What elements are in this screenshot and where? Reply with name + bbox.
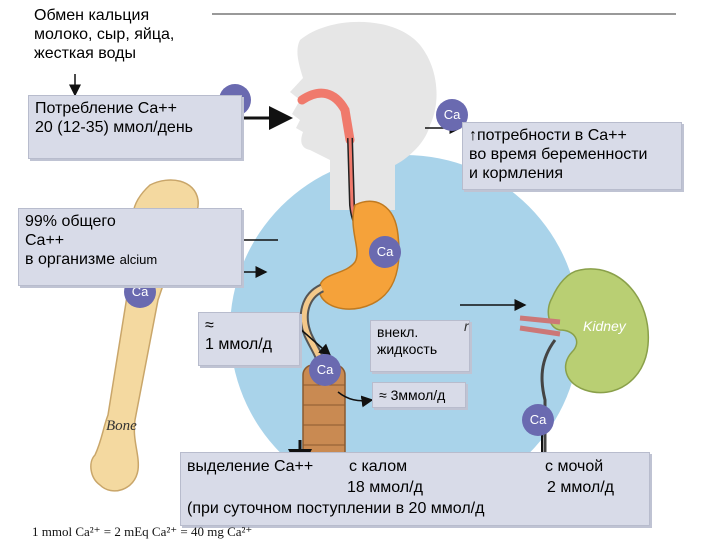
ureter: [540, 339, 557, 470]
feces-label: с калом: [349, 458, 408, 475]
gut-flow-approx: ≈: [205, 317, 214, 334]
renal-vessels: [519, 315, 561, 337]
intake-note-line3: жесткая воды: [34, 45, 136, 62]
kidney-label: Kidney: [583, 318, 626, 334]
footnote: 1 mmol Ca²⁺ = 2 mEq Ca²⁺ = 40 mg Ca²⁺: [32, 524, 253, 539]
ca-badge-label-bone: Ca: [131, 284, 149, 299]
head-silhouette: [290, 21, 437, 210]
kidney-flow-box: ≈ 3ммол/д: [372, 382, 466, 408]
intake-note-line2: молоко, сыр, яйца,: [34, 26, 175, 43]
ca-badge-stomach: [369, 236, 401, 268]
intake-box-line2: 20 (12-35) ммол/день: [35, 119, 193, 136]
excretion-note: (при суточном поступлении в 20 ммол/д: [187, 500, 485, 517]
ca-badge-pregnancy: [436, 99, 468, 131]
bone-box-line3: в организме alcium: [25, 251, 158, 268]
bone-label: Bone: [106, 418, 137, 434]
calcium-fragment: alcium: [119, 252, 158, 267]
extracellular-box: внекл. жидкость: [370, 320, 470, 372]
urine-label: с мочой: [545, 458, 604, 475]
stomach: [318, 200, 400, 310]
intake-box: Потребление Ca++ 20 (12-35) ммол/день: [28, 95, 242, 159]
pregnancy-box-line2: во время беременности: [469, 146, 648, 163]
gut-flow-box: ≈ 1 ммол/д: [198, 312, 300, 366]
intake-box-line1: Потребление Ca++: [35, 100, 177, 117]
urine-value: 2 ммол/д: [547, 479, 615, 496]
extracellular-fragment: r: [464, 318, 469, 334]
pregnancy-box-line1: ↑потребности в Ca++: [469, 127, 627, 144]
kidney: [547, 268, 650, 394]
ecf-to-gut-arrow: [337, 391, 374, 408]
ca-badge-kidney: [522, 404, 554, 436]
ca-badge-label-gut: Ca: [316, 362, 334, 377]
intake-note-line1: Обмен кальция: [34, 7, 150, 24]
intake-note: Обмен кальция молоко, сыр, яйца, жесткая…: [34, 6, 174, 63]
ca-badge-label-kidney: Ca: [529, 412, 547, 427]
pregnancy-box: ↑потребности в Ca++ во время беременност…: [462, 122, 682, 190]
bone-box-line1: 99% общего: [25, 213, 116, 230]
gut-flow-value: 1 ммол/д: [205, 336, 273, 353]
feces-value: 18 ммол/д: [347, 479, 423, 496]
extracellular-line1: внекл.: [377, 324, 419, 340]
ca-badge-gut: [309, 354, 341, 386]
extracellular-line2: жидкость: [377, 341, 438, 357]
pregnancy-box-line3: и кормления: [469, 165, 564, 182]
bone-box-line2: Ca++: [25, 232, 65, 249]
excretion-box: выделение Ca++ с калом 18 ммол/д с мочой…: [180, 452, 650, 526]
ca-badge-label-stomach: Ca: [376, 244, 394, 259]
oral-passage: [297, 88, 355, 145]
excretion-title: выделение Ca++: [187, 458, 314, 475]
ca-badge-label-pregnancy: Ca: [443, 107, 461, 122]
bone-box: 99% общего Ca++ в организме alcium: [18, 208, 242, 286]
